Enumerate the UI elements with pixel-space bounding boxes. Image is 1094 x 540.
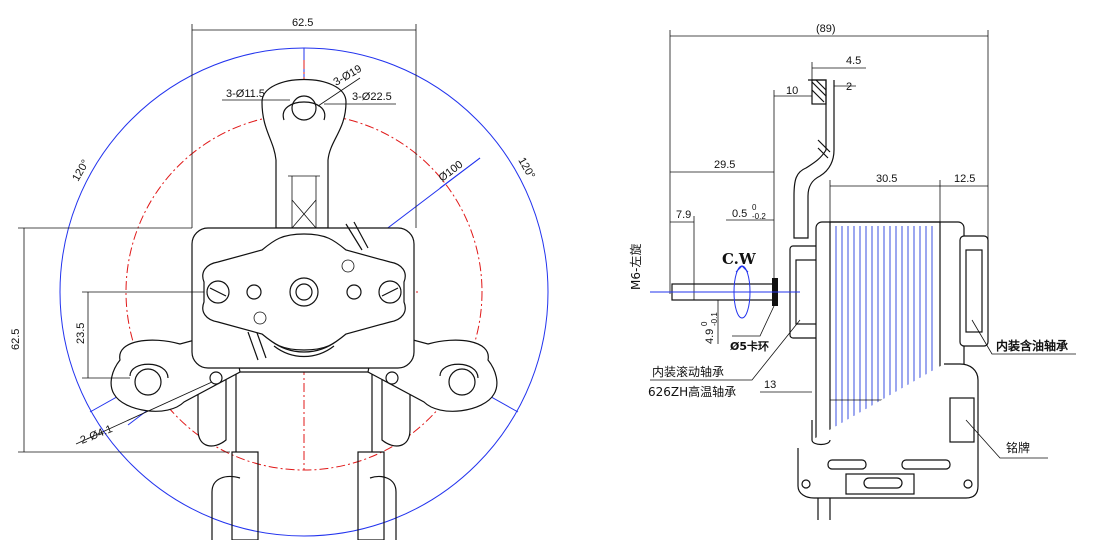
rear-bearing-leader	[971, 319, 1076, 355]
shaft-center	[295, 283, 313, 301]
plate-hole-left	[246, 284, 262, 300]
plate-hole-right	[346, 284, 362, 300]
mount-hole-leader	[75, 381, 213, 445]
screw-left-slot	[209, 287, 227, 297]
shaft-boss	[289, 277, 319, 307]
left-hook-slot	[129, 363, 169, 379]
circlip-label: Ø5卡环	[730, 339, 769, 353]
rear-dim-label: 12.5	[954, 173, 975, 185]
gap-dim-sub: -0.2	[752, 212, 766, 221]
hole-callout-2: 3-Ø19	[332, 63, 364, 89]
offset10-dim-label: 10	[786, 85, 798, 97]
rotation-arrow	[735, 265, 749, 273]
shaft-dia-sup: 0	[700, 321, 709, 326]
side-base-bracket	[797, 363, 979, 499]
lead-wire-left	[231, 451, 259, 540]
hole-callout-1: 3-Ø11.5	[226, 88, 265, 100]
left-hook-hole	[134, 368, 162, 396]
flange-dim-label: 4.5	[846, 55, 861, 67]
gap-dim-label: 0.5	[732, 208, 747, 220]
offset-dim-label: 23.5	[75, 323, 87, 344]
side-view: (89) 4.5 2 10 29.5 7.9 0.5 0 -0.2 30.5 1…	[628, 23, 1076, 520]
base-slot-1	[827, 459, 867, 470]
side-bracket-plate	[793, 79, 835, 239]
wire-loop-left	[211, 475, 241, 540]
base-slot-3	[863, 477, 903, 489]
screw-right	[378, 280, 402, 304]
base-hole-left	[801, 479, 811, 489]
right-hook-slot	[439, 363, 479, 379]
coil-wire-bottom	[247, 329, 267, 361]
plate-dim-label: 2	[846, 81, 852, 93]
hole-callout-3: 3-Ø22.5	[352, 91, 392, 103]
angle-right-label: 120°	[515, 156, 537, 182]
tip-dim-label: 7.9	[676, 209, 691, 221]
nameplate-box	[949, 397, 975, 443]
circlip-leader	[732, 305, 775, 337]
nameplate-label: 铭牌	[1006, 440, 1030, 455]
rear-bearing-boss	[959, 235, 989, 347]
coil-wire-top	[345, 221, 369, 251]
angle-left-label: 120°	[70, 158, 92, 184]
bracket-hatch-2	[817, 139, 831, 159]
gap-dim-sup: 0	[752, 203, 757, 212]
hole-callout-2-line	[317, 77, 361, 107]
rotation-label: C.W	[722, 250, 757, 268]
ground-symbol-bottom	[253, 311, 267, 325]
rear-bearing-label: 内装含油轴承	[996, 338, 1068, 353]
front-bearing-label-1: 内装滚动轴承	[652, 364, 724, 379]
shaft-thread-label: M6-左旋	[628, 244, 643, 290]
top-hook-hole	[291, 95, 317, 121]
base-hole-right	[963, 479, 973, 489]
arm-rib-5	[291, 199, 317, 229]
lead-wire-right	[357, 451, 385, 540]
stator-dim-label: 30.5	[876, 173, 897, 185]
base-slot-2	[901, 459, 951, 470]
housing-arc-bottom-2	[273, 345, 335, 357]
shaft-dim-label: 29.5	[714, 159, 735, 171]
mount-hole-label: 2-Ø4.1	[79, 423, 115, 447]
mount-hole-left	[209, 371, 223, 385]
width-dim-label: 62.5	[292, 17, 313, 29]
front-foot	[811, 420, 831, 446]
overall-dim-label: (89)	[816, 23, 836, 35]
shaft-dia-label: 4.9	[704, 329, 716, 344]
screw-left	[206, 280, 230, 304]
ground-symbol-top	[341, 259, 355, 273]
base-block	[845, 473, 915, 495]
screw-right-slot	[381, 287, 399, 297]
mounting-plate	[202, 233, 406, 351]
height-dim-label: 62.5	[10, 329, 22, 350]
front-view: 62.5 62.5 23.5 3-Ø11.5 3-Ø19 3-Ø22.5 Ø10…	[10, 17, 549, 540]
diameter-leader	[439, 157, 481, 189]
top-hook-slot	[282, 101, 326, 121]
mount-hole-right	[385, 371, 399, 385]
rear-bearing	[965, 249, 983, 333]
wire-loop-right	[369, 475, 397, 540]
base-leads	[817, 498, 831, 520]
front-bearing-leader	[650, 319, 801, 381]
front-bearing-label-2: 626ZH高温轴承	[648, 384, 736, 399]
shaft-dia-sub: -0.1	[710, 312, 719, 326]
nameplate-leader	[965, 419, 1048, 459]
bracket-hatch	[811, 79, 827, 103]
right-hook-hole	[448, 368, 476, 396]
small-dim-label: 13	[764, 379, 776, 391]
bracket-top-tab	[811, 79, 827, 105]
